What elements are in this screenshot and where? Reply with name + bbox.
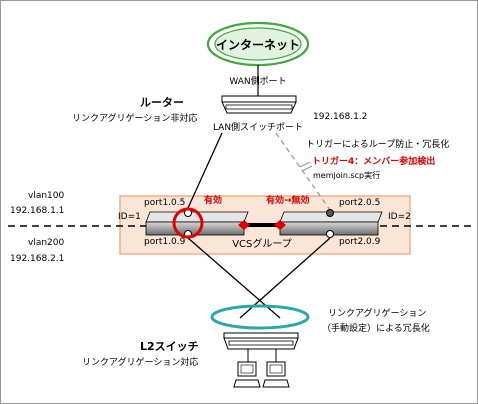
port-label-right-top: port2.0.5 [339, 198, 380, 208]
wan-port-label: WAN側ポート [229, 75, 286, 87]
status-transition: 有効→無効 [266, 194, 310, 206]
router-subtitle: リンクアグリゲーション非対応 [72, 112, 197, 124]
script-note: memjoin.scp実行 [313, 170, 380, 180]
vcs-group-label: VCSグループ [232, 237, 292, 250]
lag-note-line2: （手動設定）による冗長化 [322, 322, 430, 334]
vlan100-name: vlan100 [28, 191, 64, 201]
router-device [221, 95, 297, 114]
port-label-right-bottom: port2.0.9 [339, 237, 381, 247]
router-ip: 192.168.1.2 [313, 112, 367, 122]
vlan200-name: vlan200 [28, 238, 64, 248]
vcs-right-id: ID=2 [388, 212, 411, 222]
lag-ring [210, 304, 310, 330]
vcs-left-id: ID=1 [118, 212, 141, 222]
internet-label: インターネット [216, 38, 300, 52]
stack-port-right [274, 220, 286, 230]
internet-cloud: インターネット [206, 21, 310, 67]
router-link-right-blocked [275, 132, 331, 211]
router-link-left [187, 132, 223, 209]
trigger-red-note: トリガー4：メンバー参加検出 [312, 155, 435, 167]
port-label-left-top: port1.0.5 [144, 198, 185, 208]
l2-switch-subtitle: リンクアグリゲーション対応 [82, 356, 198, 368]
vlan200-ip: 192.168.2.1 [10, 254, 64, 264]
router-title: ルーター [140, 96, 184, 109]
port-2-0-5 [326, 209, 334, 217]
link-break-mark-2 [301, 165, 313, 172]
active-port-highlight-ring [172, 207, 204, 239]
pc-icon [233, 361, 261, 388]
l2-switch-device [223, 332, 299, 350]
status-enabled: 有効 [204, 194, 222, 206]
lag-note-line1: リンクアグリゲーション [328, 307, 426, 319]
port-2-0-9 [326, 230, 334, 238]
port-label-left-bottom: port1.0.9 [144, 237, 186, 247]
trigger-note: トリガーによるループ防止・冗長化 [306, 138, 449, 150]
lan-port-label: LAN側スイッチポート [213, 121, 303, 133]
link-break-mark [299, 161, 311, 168]
pc-icon-2 [262, 361, 290, 388]
l2-switch-title: L2スイッチ [140, 340, 199, 353]
stack-port-left [238, 220, 250, 230]
vcs-switch-left [145, 211, 249, 236]
vlan100-ip: 192.168.1.1 [10, 206, 64, 216]
